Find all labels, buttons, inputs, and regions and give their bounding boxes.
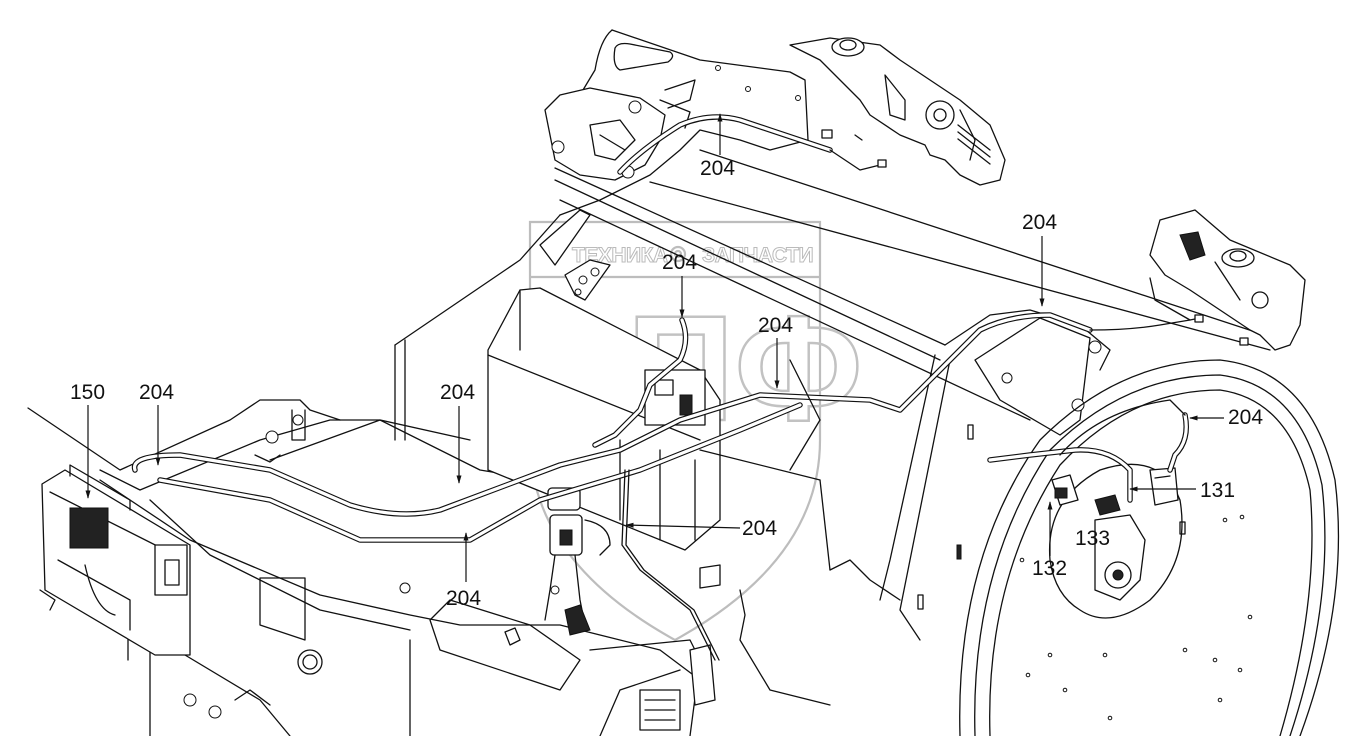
- callout-label-204: 204: [742, 517, 777, 540]
- pump-assembly: [544, 487, 611, 636]
- callout-204: 204: [625, 517, 777, 540]
- callout-label-204: 204: [446, 587, 481, 610]
- callout-204: 204: [440, 381, 475, 484]
- left-frame-panel: [27, 214, 701, 736]
- callout-label-150: 150: [70, 381, 105, 404]
- callout-label-204: 204: [700, 157, 735, 180]
- callout-204: 204: [662, 251, 697, 318]
- watermark-text-right: ЗАПЧАСТИ: [702, 244, 813, 267]
- control-box: [39, 464, 191, 656]
- callout-label-204: 204: [662, 251, 697, 274]
- right-frame: [699, 309, 1111, 641]
- cab-base: [409, 564, 831, 736]
- callout-204: 204: [1189, 406, 1263, 429]
- callout-204: 204: [1022, 211, 1057, 307]
- callout-204: 204: [758, 314, 793, 389]
- callout-204: 204: [139, 381, 174, 466]
- callout-204: 204: [700, 113, 735, 180]
- callout-label-204: 204: [1022, 211, 1057, 234]
- callout-label-204: 204: [139, 381, 174, 404]
- callout-label-204: 204: [1228, 406, 1263, 429]
- callout-label-204: 204: [440, 381, 475, 404]
- callout-133: 133: [1075, 527, 1110, 550]
- callout-131: 131: [1129, 479, 1235, 502]
- callout-label-131: 131: [1200, 479, 1235, 502]
- callout-204: 204: [446, 532, 481, 610]
- callout-arrow: [625, 522, 741, 529]
- roller-bracket-lower: [1149, 209, 1306, 351]
- center-tank: [487, 209, 721, 551]
- callout-label-132: 132: [1032, 557, 1067, 580]
- callout-label-204: 204: [758, 314, 793, 337]
- callout-132: 132: [1032, 501, 1067, 580]
- callout-label-133: 133: [1075, 527, 1110, 550]
- drum-motor-assembly: [1051, 467, 1179, 601]
- hose-204-routing: [131, 114, 1249, 661]
- drum: [917, 359, 1340, 736]
- callout-150: 150: [70, 381, 105, 499]
- roller-bracket-upper: [789, 37, 1006, 186]
